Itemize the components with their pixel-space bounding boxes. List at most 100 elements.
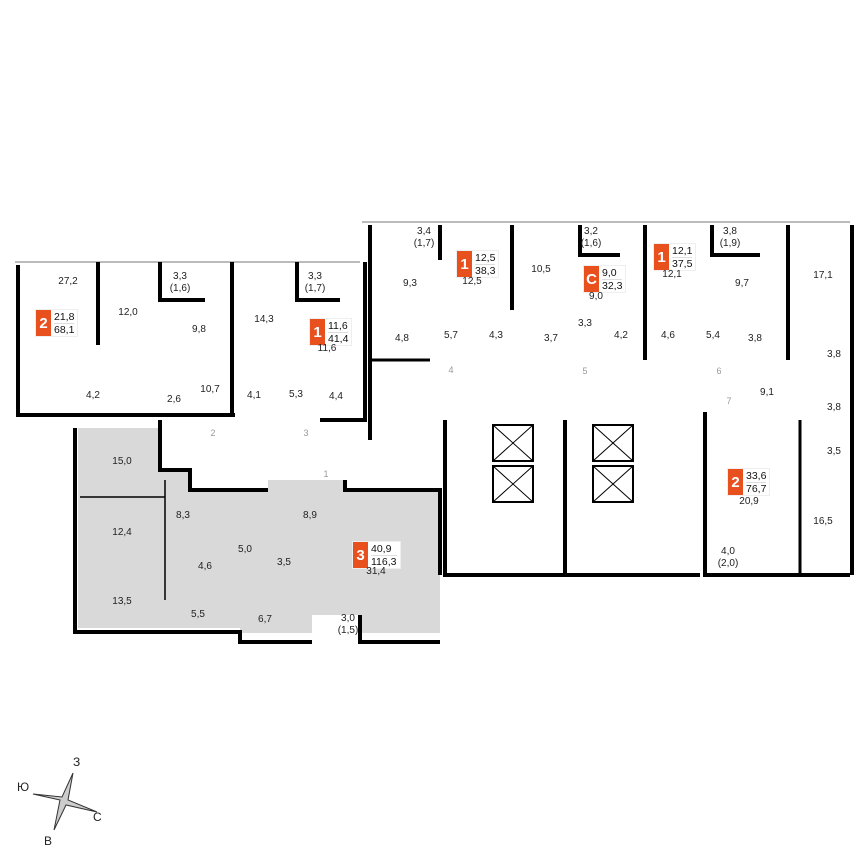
room-area: 31,4 xyxy=(366,566,386,577)
room-area: 9,0 xyxy=(589,291,603,302)
living-area: 12,1 xyxy=(672,244,693,258)
room-area: 3,8 xyxy=(827,349,841,360)
room-area: 13,5 xyxy=(112,596,132,607)
total-area: 116,3 xyxy=(371,555,397,568)
wall xyxy=(578,225,620,257)
room-area: 3,7 xyxy=(544,333,558,344)
room-area: 12,5 xyxy=(462,276,482,287)
wall xyxy=(710,225,760,257)
apartment-3-area xyxy=(78,428,440,633)
wall xyxy=(158,420,268,492)
room-area: 5,3 xyxy=(289,389,303,400)
room-area: 11,6 xyxy=(317,343,337,354)
total-area: 41,4 xyxy=(328,332,349,345)
room-area: 5,0 xyxy=(238,544,252,555)
entrance-number: 6 xyxy=(716,366,722,376)
entrance-number: 5 xyxy=(582,366,588,376)
total-area: 38,3 xyxy=(475,264,496,277)
entrance-number: 1 xyxy=(323,469,329,479)
balcony-area: 3,4(1,7) xyxy=(413,226,435,249)
living-area: 9,0 xyxy=(602,267,623,280)
room-area: 16,5 xyxy=(813,516,833,527)
room-area: 4,8 xyxy=(395,333,409,344)
balcony-area: 3,8(1,9) xyxy=(719,226,741,249)
room-area: 4,1 xyxy=(247,390,261,401)
wall xyxy=(16,265,235,417)
elevator xyxy=(592,424,634,462)
room-area: 14,3 xyxy=(254,314,274,325)
room-area: 5,4 xyxy=(706,330,720,341)
room-area: 27,2 xyxy=(58,276,78,287)
rooms-count: 3 xyxy=(353,542,368,568)
room-area: 3,3 xyxy=(578,318,592,329)
elevator xyxy=(592,465,634,503)
balcony-area: 4,0(2,0) xyxy=(717,546,739,569)
room-area: 4,4 xyxy=(329,391,343,402)
room-area: 12,1 xyxy=(662,269,682,280)
room-area: 12,0 xyxy=(118,307,138,318)
room-area: 10,7 xyxy=(200,384,220,395)
rooms-count: 1 xyxy=(310,319,325,345)
living-area: 12,5 xyxy=(475,251,496,265)
elevator xyxy=(492,465,534,503)
balcony-area: 3,2(1,6) xyxy=(580,226,602,249)
entrance-number: 3 xyxy=(303,428,309,438)
room-area: 10,5 xyxy=(531,264,551,275)
wall xyxy=(158,262,205,302)
balcony-area: 3,0(1,5) xyxy=(337,613,359,636)
room-area: 20,9 xyxy=(739,496,759,507)
total-area: 68,1 xyxy=(54,323,75,336)
room-area: 8,3 xyxy=(176,510,190,521)
room-area: 5,5 xyxy=(191,609,205,620)
room-area: 15,0 xyxy=(112,456,132,467)
wall xyxy=(320,262,367,422)
room-area: 8,9 xyxy=(303,510,317,521)
wall xyxy=(358,615,440,644)
room-area: 4,3 xyxy=(489,330,503,341)
room-area: 3,5 xyxy=(277,557,291,568)
living-area: 21,8 xyxy=(54,310,75,324)
balcony-area: 3,3(1,6) xyxy=(169,271,191,294)
living-area: 11,6 xyxy=(328,319,349,333)
room-area: 3,8 xyxy=(748,333,762,344)
room-area: 4,2 xyxy=(614,330,628,341)
room-area: 9,7 xyxy=(735,278,749,289)
total-area: 37,5 xyxy=(672,257,693,270)
wall xyxy=(703,412,850,577)
living-area: 33,6 xyxy=(746,469,767,483)
room-area: 12,4 xyxy=(112,527,132,538)
compass-south: Ю xyxy=(17,780,30,794)
wall xyxy=(295,262,340,302)
elevator xyxy=(492,424,534,462)
wall xyxy=(73,428,312,644)
room-area: 4,2 xyxy=(86,390,100,401)
total-area: 76,7 xyxy=(746,482,767,495)
room-area: 6,7 xyxy=(258,614,272,625)
room-area: 17,1 xyxy=(813,270,833,281)
total-area: 32,3 xyxy=(602,279,623,292)
balcony-area: 3,3(1,7) xyxy=(304,271,326,294)
room-area: 3,8 xyxy=(827,402,841,413)
entrance-number: 4 xyxy=(448,365,454,375)
room-area: 3,5 xyxy=(827,446,841,457)
compass-west: З xyxy=(73,755,81,769)
room-area: 2,6 xyxy=(167,394,181,405)
room-area: 5,7 xyxy=(444,330,458,341)
room-area: 4,6 xyxy=(661,330,675,341)
room-area: 9,8 xyxy=(192,324,206,335)
room-area: 9,1 xyxy=(760,387,774,398)
room-area: 4,6 xyxy=(198,561,212,572)
compass-east: В xyxy=(44,834,53,848)
rooms-count: 1 xyxy=(654,244,669,270)
rooms-count: 2 xyxy=(728,469,743,495)
wall xyxy=(443,420,700,577)
